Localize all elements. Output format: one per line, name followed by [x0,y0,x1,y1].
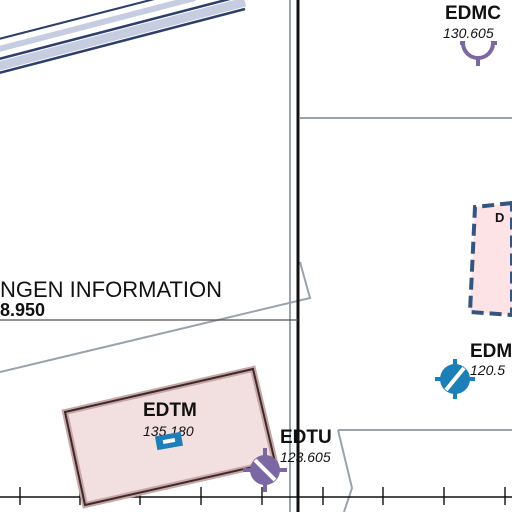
airport-edtm[interactable]: EDTM 135.180 [143,400,197,451]
airport-edm[interactable]: EDM 120.5 [435,341,512,399]
fis-name-label: NGEN INFORMATION [0,277,222,302]
airport-edtu[interactable]: EDTU 123.605 [243,427,332,492]
edmc-icao-label: EDMC [445,3,501,24]
edtu-icao-label: EDTU [280,427,332,448]
edtu-freq-label: 123.605 [280,449,331,465]
edm-icao-label: EDM [470,341,512,362]
edmc-freq-label: 130.605 [443,25,494,41]
edtm-icao-label: EDTM [143,400,197,421]
zone-class-label: D [495,210,504,225]
airport-edmc[interactable]: EDMC 130.605 [440,3,506,66]
scale-bar [0,487,512,505]
fis-frequency-label: 8.950 [0,300,45,320]
airway-corridor [0,0,247,74]
control-zone-d[interactable] [467,200,512,318]
edm-freq-label: 120.5 [470,362,505,378]
blue-runway-icon [154,431,184,451]
